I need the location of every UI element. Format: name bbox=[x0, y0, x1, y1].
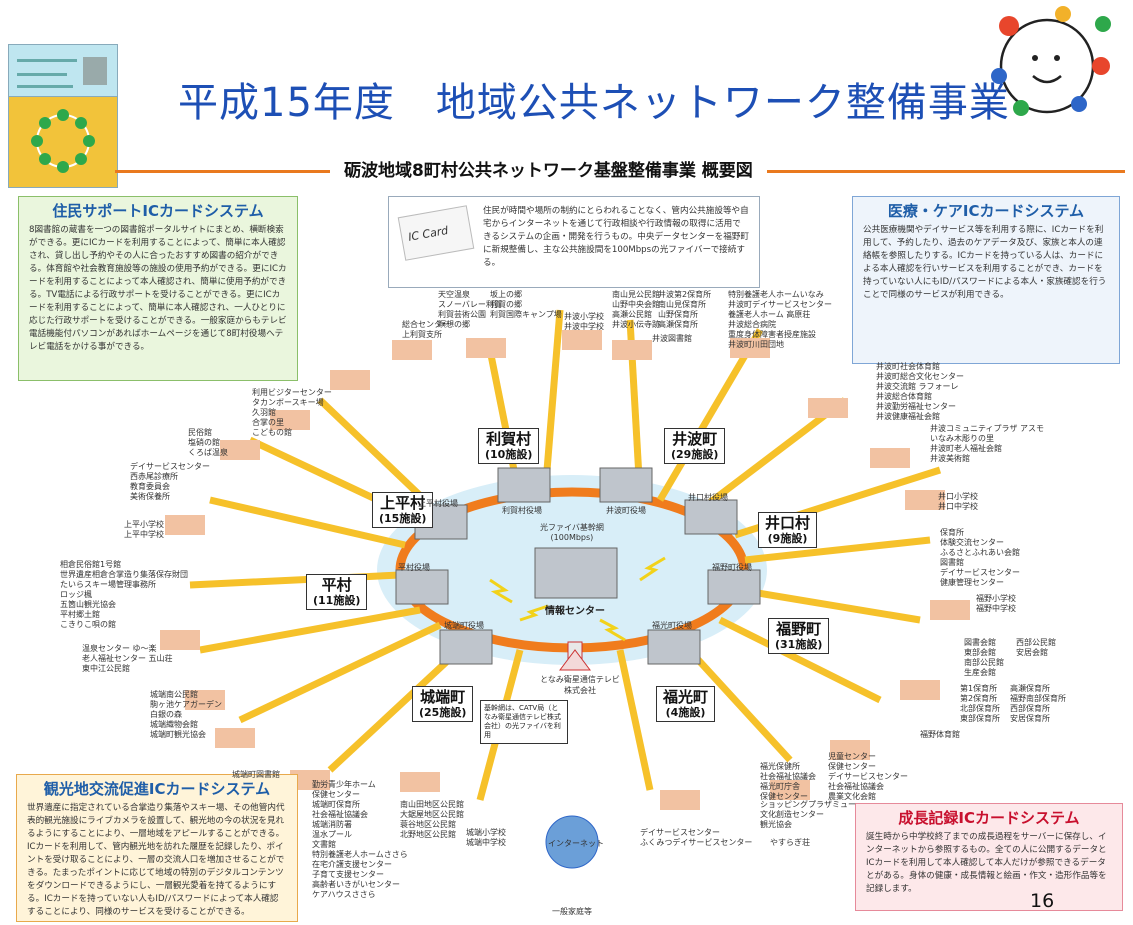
office-label-kamitaira: 上平村役場 bbox=[418, 499, 458, 508]
municipality-name: 城端町 bbox=[420, 688, 466, 706]
facility-count: (10施設) bbox=[485, 448, 533, 461]
municipality-toga: 利賀村(10施設) bbox=[478, 428, 540, 464]
facility-group: 高瀬保育所 福野南部保育所 西部保育所 安居保育所 bbox=[1010, 684, 1066, 723]
facility-group: 天空温泉 スノーバレー利賀 利賀芸術公園 瞑想の郷 bbox=[438, 290, 502, 329]
facility-group: 特別養護老人ホームいなみ 井波町デイサービスセンター 養護老人ホーム 高原荘 井… bbox=[728, 290, 832, 349]
municipality-johana: 城端町(25施設) bbox=[412, 686, 474, 722]
facility-group: 井波第2保育所 南山見保育所 山野保育所 高瀬保育所 bbox=[658, 290, 712, 329]
catv-label: となみ衛星通信テレビ株式会社 bbox=[540, 675, 620, 695]
facility-group: 福野体育館 bbox=[920, 730, 960, 739]
wireless-bolts bbox=[489, 556, 666, 642]
facility-group: 井波町社会体育館 井波町総合文化センター 井波交流館 ラフォーレ 井波総合体育館… bbox=[876, 362, 964, 421]
facility-group: ショッピングプラザミュー 文化創造センター 観光協会 bbox=[760, 800, 856, 829]
internet-globe-icon bbox=[545, 815, 599, 869]
facility-group: 井口小学校 井口中学校 bbox=[938, 492, 978, 511]
facility-group: 第1保育所 第2保育所 北部保育所 東部保育所 bbox=[960, 684, 1000, 723]
facility-group: 相倉民俗館1号館 世界遺産相倉合掌造り集落保存財団 たいらスキー場管理事務所 ロ… bbox=[60, 560, 188, 629]
office-label-toga: 利賀村役場 bbox=[502, 506, 542, 515]
municipality-inokuchi: 井口村(9施設) bbox=[758, 512, 818, 548]
page-number: 16 bbox=[1030, 890, 1055, 912]
tourism-panel: 観光地交流促進ICカードシステム 世界遺産に指定されている合掌造り集落やスキー場… bbox=[16, 774, 298, 922]
medical-care-title: 医療・ケアICカードシステム bbox=[887, 202, 1085, 220]
facility-count: (4施設) bbox=[665, 706, 706, 719]
municipality-fukumitsu: 福光町(4施設) bbox=[656, 686, 716, 722]
facility-group: 総合センター 上利賀支所 bbox=[402, 320, 450, 339]
facility-count: (31施設) bbox=[775, 638, 823, 651]
facility-count: (11施設) bbox=[313, 594, 361, 607]
municipality-name: 利賀村 bbox=[486, 430, 532, 448]
office-buildings bbox=[395, 467, 761, 665]
municipality-kamitaira: 上平村(15施設) bbox=[372, 492, 434, 528]
facility-group: 福光保健所 社会福祉協議会 福光町庁舎 保健センター bbox=[760, 762, 816, 801]
facility-group: 利用ビジターセンター タカンボースキー場 久羽館 合掌の里 こどもの館 bbox=[252, 388, 332, 437]
growth-record-body: 誕生時から中学校終了までの成長過程をサーバーに保存し、インターネットから参照する… bbox=[866, 832, 1107, 894]
facility-group: 児童センター 保健センター デイサービスセンター 社会福祉協議会 農業文化会館 bbox=[828, 752, 908, 801]
facility-group: やすらぎ荘 bbox=[770, 838, 810, 847]
resident-support-panel: 住民サポートICカードシステム 8図書館の蔵書を一つの図書館ポータルサイトにまと… bbox=[18, 196, 298, 381]
overview-body: 住民が時間や場所の制約にとらわれることなく、管内公共施設等や自宅からインターネッ… bbox=[483, 206, 749, 268]
office-label-inokuchi: 井口村役場 bbox=[688, 493, 728, 502]
municipality-name: 福野町 bbox=[776, 620, 822, 638]
facility-group: 上平小学校 上平中学校 bbox=[124, 520, 164, 539]
office-label-johana: 城端町役場 bbox=[444, 621, 484, 630]
facility-group: 西部公民館 安居会館 bbox=[1016, 638, 1056, 657]
facility-group: 城端小学校 城端中学校 bbox=[466, 828, 506, 847]
facility-count: (29施設) bbox=[671, 448, 719, 461]
facility-houses bbox=[160, 330, 970, 810]
municipality-inami: 井波町(29施設) bbox=[664, 428, 726, 464]
facility-count: (15施設) bbox=[379, 512, 427, 525]
facility-group: 井波図書館 bbox=[652, 334, 692, 343]
facility-group: 南山見公民館 山野中央会館 高瀬公民館 井波小伝寺跡 bbox=[612, 290, 660, 329]
facility-group: 南山田地区公民館 大鋸屋地区公民館 蓑谷地区公民館 北野地区公民館 bbox=[400, 800, 464, 839]
page-title: 平成15年度 地域公共ネットワーク整備事業 bbox=[178, 80, 1010, 126]
facility-group: 民俗館 塩硝の館 くろば温泉 bbox=[188, 428, 228, 457]
catv-tower-icon bbox=[559, 641, 591, 671]
facility-group: 温泉センター ゆ～楽 老人福祉センター 五山荘 東中江公民館 bbox=[82, 644, 173, 673]
office-label-fukumitsu: 福光町役場 bbox=[652, 621, 692, 630]
tourism-body: 世界遺産に指定されている合掌造り集落やスキー場、その他管内代表的観光施設にライブ… bbox=[27, 803, 285, 917]
home-label: 一般家庭等 bbox=[552, 907, 592, 916]
facility-count: (25施設) bbox=[419, 706, 467, 719]
info-center-label: 情報センター bbox=[545, 606, 605, 617]
facility-group: 井波コミュニティプラザ アスモ いなみ木彫りの里 井波町老人福祉会館 井波美術館 bbox=[930, 424, 1045, 463]
facility-group: デイサービスセンター 西赤尾診療所 教育委員会 美術保養所 bbox=[130, 462, 210, 501]
facility-group: 図書会館 東部会館 南部公民館 生産会館 bbox=[964, 638, 1004, 677]
fiber-backbone-label: 光ファイバ基幹網(100Mbps) bbox=[540, 523, 604, 542]
facility-group: 井波小学校 井波中学校 bbox=[564, 312, 604, 331]
growth-record-title: 成長記録ICカードシステム bbox=[898, 809, 1080, 827]
resident-support-title: 住民サポートICカードシステム bbox=[52, 202, 264, 220]
ic-card-image bbox=[8, 96, 118, 188]
ic-card-overview-panel: IC Card 住民が時間や場所の制約にとらわれることなく、管内公共施設等や自宅… bbox=[388, 196, 760, 288]
medical-care-panel: 医療・ケアICカードシステム 公共医療機関やデイサービス等を利用する際に、ICカ… bbox=[852, 196, 1120, 364]
facility-group: 城端町図書館 bbox=[232, 770, 280, 779]
ic-card-icon: IC Card bbox=[397, 205, 475, 261]
municipality-fukuno: 福野町(31施設) bbox=[768, 618, 830, 654]
diagram-subtitle: 砺波地域8町村公共ネットワーク基盤整備事業 概要図 bbox=[330, 156, 767, 181]
tourism-title: 観光地交流促進ICカードシステム bbox=[43, 780, 271, 798]
municipality-name: 福光町 bbox=[663, 688, 709, 706]
ic-card-label: IC Card bbox=[407, 223, 450, 244]
office-label-inami: 井波町役場 bbox=[606, 506, 646, 515]
municipality-name: 井口村 bbox=[765, 514, 811, 532]
municipality-taira: 平村(11施設) bbox=[306, 574, 368, 610]
municipality-name: 上平村 bbox=[380, 494, 426, 512]
catv-note: 基幹網は、CATV局（となみ衛星通信テレビ株式会社）の光ファイバを利用 bbox=[480, 700, 568, 744]
facility-group: 城端南公民館 駒ヶ池ケアガーデン 白銀の森 城端織物会館 城端町観光協会 bbox=[150, 690, 222, 739]
municipality-name: 平村 bbox=[321, 576, 352, 594]
resident-support-body: 8図書館の蔵書を一つの図書館ポータルサイトにまとめ、横断検索ができる。更にICカ… bbox=[29, 225, 287, 352]
facility-group: 保育所 体験交流センター ふるさとふれあい会館 図書館 デイサービスセンター 健… bbox=[940, 528, 1020, 587]
growth-record-panel: 成長記録ICカードシステム 誕生時から中学校終了までの成長過程をサーバーに保存し… bbox=[855, 803, 1123, 911]
municipality-name: 井波町 bbox=[672, 430, 718, 448]
mascot-logo bbox=[991, 6, 1111, 116]
facility-group: 勤労青少年ホーム 保健センター 城端町保育所 社会福祉協議会 城端消防署 温水プ… bbox=[312, 780, 408, 899]
medical-care-body: 公共医療機関やデイサービス等を利用する際に、ICカードを利用して、予約したり、過… bbox=[863, 225, 1107, 300]
internet-label: インターネット bbox=[548, 839, 604, 848]
facility-group: 坂上の郷 利賀の郷 利賀国際キャンプ場 bbox=[490, 290, 562, 319]
facility-group: 福野小学校 福野中学校 bbox=[976, 594, 1016, 613]
office-label-fukuno: 福野町役場 bbox=[712, 563, 752, 572]
facility-count: (9施設) bbox=[767, 532, 808, 545]
facility-group: デイサービスセンター ふくみつデイサービスセンター bbox=[640, 828, 753, 847]
office-label-taira: 平村役場 bbox=[398, 563, 430, 572]
